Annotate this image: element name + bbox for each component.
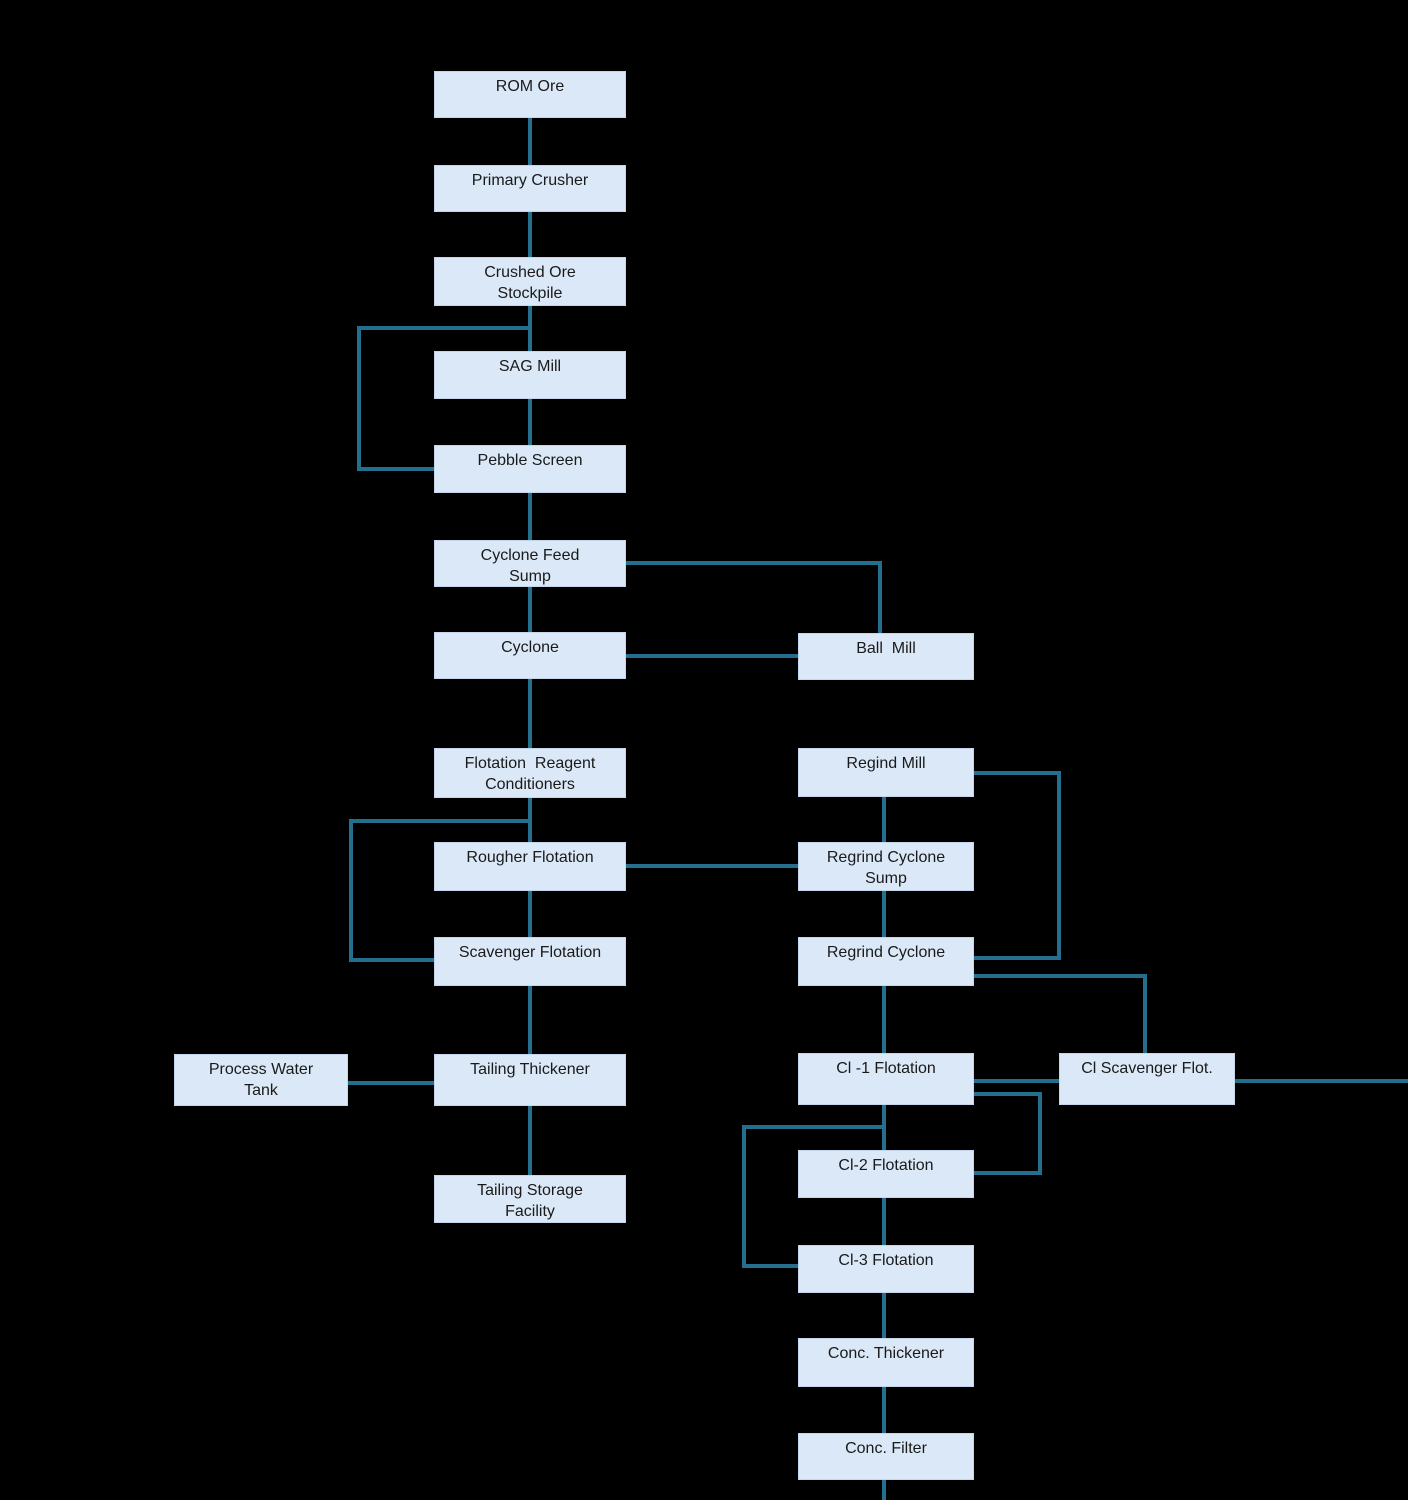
- node-rougher-flotation: Rougher Flotation: [434, 842, 626, 891]
- connector-segment: [528, 587, 532, 632]
- node-process-water-tank: Process Water Tank: [174, 1054, 348, 1106]
- connector-segment: [882, 986, 886, 1053]
- connector-segment: [626, 561, 882, 565]
- connector-segment: [349, 819, 532, 823]
- connector-segment: [1057, 771, 1061, 960]
- node-cl3-flotation: Cl-3 Flotation: [798, 1245, 974, 1293]
- connector-segment: [348, 1081, 435, 1085]
- connector-segment: [974, 771, 1061, 775]
- connector-segment: [882, 1293, 886, 1338]
- connector-segment: [974, 956, 1061, 960]
- node-cyclone: Cyclone: [434, 632, 626, 679]
- node-cyclone-feed-sump: Cyclone Feed Sump: [434, 540, 626, 587]
- connector-segment: [528, 212, 532, 257]
- connector-segment: [974, 1092, 1042, 1096]
- node-rom-ore: ROM Ore: [434, 71, 626, 118]
- connector-segment: [974, 1079, 1059, 1083]
- node-flotation-reagent-conditioners: Flotation Reagent Conditioners: [434, 748, 626, 798]
- connector-segment: [882, 891, 886, 937]
- connector-segment: [349, 958, 435, 962]
- node-cl2-flotation: Cl-2 Flotation: [798, 1150, 974, 1198]
- connector-segment: [974, 1171, 1042, 1175]
- node-regind-mill: Regind Mill: [798, 748, 974, 797]
- node-ball-mill: Ball Mill: [798, 633, 974, 680]
- connector-segment: [882, 1480, 886, 1500]
- connector-segment: [528, 986, 532, 1054]
- connector-segment: [357, 326, 361, 471]
- connector-segment: [882, 1198, 886, 1245]
- connector-segment: [878, 561, 882, 633]
- node-cl1-flotation: Cl -1 Flotation: [798, 1053, 974, 1105]
- node-regrind-cyclone: Regrind Cyclone: [798, 937, 974, 986]
- connector-segment: [528, 1106, 532, 1175]
- connector-segment: [626, 654, 798, 658]
- node-crushed-ore-stockpile: Crushed Ore Stockpile: [434, 257, 626, 306]
- connector-segment: [882, 1387, 886, 1433]
- connector-segment: [742, 1125, 746, 1268]
- node-cl-scavenger-flot: Cl Scavenger Flot.: [1059, 1053, 1235, 1105]
- node-sag-mill: SAG Mill: [434, 351, 626, 399]
- node-pebble-screen: Pebble Screen: [434, 445, 626, 493]
- connector-segment: [357, 326, 532, 330]
- connector-segment: [742, 1264, 798, 1268]
- connector-segment: [742, 1125, 886, 1129]
- node-regrind-cyclone-sump: Regrind Cyclone Sump: [798, 842, 974, 891]
- node-conc-thickener: Conc. Thickener: [798, 1338, 974, 1387]
- connector-segment: [349, 819, 353, 962]
- node-tailing-storage-facility: Tailing Storage Facility: [434, 1175, 626, 1223]
- node-conc-filter: Conc. Filter: [798, 1433, 974, 1480]
- connector-segment: [528, 891, 532, 937]
- node-primary-crusher: Primary Crusher: [434, 165, 626, 212]
- connector-segment: [1038, 1092, 1042, 1175]
- connector-segment: [357, 467, 435, 471]
- connector-segment: [882, 797, 886, 842]
- connector-segment: [528, 399, 532, 445]
- connector-segment: [528, 493, 532, 540]
- connector-segment: [528, 118, 532, 165]
- connector-segment: [626, 864, 798, 868]
- connector-segment: [528, 679, 532, 748]
- connector-segment: [1234, 1079, 1408, 1083]
- node-scavenger-flotation: Scavenger Flotation: [434, 937, 626, 986]
- connector-segment: [974, 974, 1147, 978]
- connector-segment: [1143, 974, 1147, 1053]
- node-tailing-thickener: Tailing Thickener: [434, 1054, 626, 1106]
